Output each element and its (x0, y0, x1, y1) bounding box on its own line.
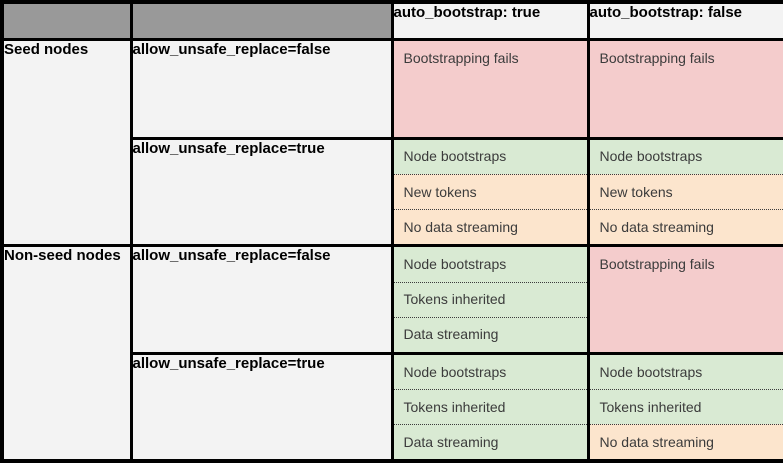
outcome-line: Node bootstraps (395, 141, 585, 174)
group-label-seed-nodes: Seed nodes (0, 38, 133, 248)
outcome-line: New tokens (591, 173, 782, 210)
outcome-cell-false: Bootstrapping fails (586, 38, 783, 140)
outcome-line: Tokens inherited (591, 388, 782, 424)
outcome-line: Node bootstraps (395, 248, 585, 282)
outcome-line: No data streaming (591, 209, 782, 243)
outcome-line: Tokens inherited (395, 281, 585, 317)
header-auto-bootstrap-false: auto_bootstrap: false (586, 0, 783, 42)
header-auto-bootstrap-true: auto_bootstrap: true (390, 0, 590, 42)
outcome-stack: Bootstrapping fails (591, 248, 782, 351)
setting-label: allow_unsafe_replace=false (129, 38, 394, 140)
outcome-line: No data streaming (395, 209, 585, 243)
setting-label: allow_unsafe_replace=true (129, 351, 394, 463)
outcome-cell-false: Node bootstraps Tokens inherited No data… (586, 351, 783, 463)
corner-cell-1 (0, 0, 133, 42)
table-row: Seed nodes allow_unsafe_replace=false Bo… (0, 38, 783, 248)
outcome-line: Bootstrapping fails (591, 42, 782, 136)
outcome-stack: Node bootstraps Tokens inherited Data st… (395, 356, 585, 459)
outcome-line: No data streaming (591, 423, 782, 459)
setting-label: allow_unsafe_replace=false (129, 244, 394, 355)
outcome-line: Node bootstraps (591, 141, 782, 174)
outcome-cell-true: Node bootstraps Tokens inherited Data st… (390, 351, 590, 463)
outcome-cell-true: Node bootstraps Tokens inherited Data st… (390, 244, 590, 355)
outcome-line: Node bootstraps (591, 356, 782, 389)
outcome-line: Data streaming (395, 423, 585, 459)
outcome-line: Bootstrapping fails (395, 42, 585, 136)
table-row: allow_unsafe_replace=true Node bootstrap… (2, 351, 783, 463)
outcome-line: Data streaming (395, 316, 585, 351)
header-row: auto_bootstrap: true auto_bootstrap: fal… (0, 0, 783, 42)
outcome-cell-true: Bootstrapping fails (390, 38, 590, 140)
table-row: Non-seed nodes allow_unsafe_replace=fals… (0, 244, 783, 463)
outcome-stack: Node bootstraps Tokens inherited Data st… (395, 248, 585, 351)
corner-cell-2 (129, 0, 394, 42)
outcome-stack: Node bootstraps Tokens inherited No data… (591, 356, 782, 459)
outcome-cell-true: Node bootstraps New tokens No data strea… (390, 136, 590, 248)
outcome-cell-false: Bootstrapping fails (586, 244, 783, 355)
outcome-stack: Node bootstraps New tokens No data strea… (591, 141, 782, 243)
outcome-line: Tokens inherited (395, 388, 585, 424)
table-row: allow_unsafe_replace=true Node bootstrap… (2, 136, 783, 248)
setting-label: allow_unsafe_replace=true (129, 136, 394, 248)
outcome-line: New tokens (395, 173, 585, 210)
group-label-non-seed-nodes: Non-seed nodes (0, 244, 133, 463)
outcome-stack: Bootstrapping fails (591, 42, 782, 136)
outcome-line: Node bootstraps (395, 356, 585, 389)
outcome-cell-false: Node bootstraps New tokens No data strea… (586, 136, 783, 248)
outcome-line: Bootstrapping fails (591, 248, 782, 351)
outcome-stack: Bootstrapping fails (395, 42, 585, 136)
outcome-stack: Node bootstraps New tokens No data strea… (395, 141, 585, 243)
